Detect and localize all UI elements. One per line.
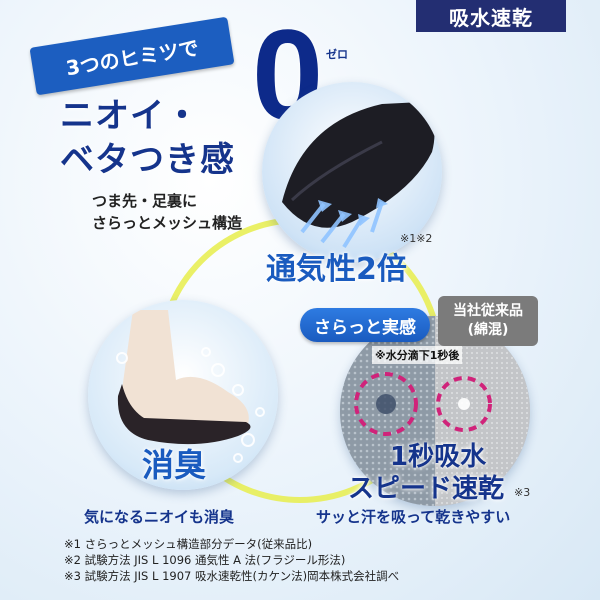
mesh-caption-line2: さらっとメッシュ構造	[92, 214, 243, 232]
conventional-line2: (綿混)	[467, 322, 509, 338]
footnote-3: ※3 試験方法 JIS L 1907 吸水速乾性(カケン法)岡本株式会社調べ	[64, 569, 400, 583]
headline-line1: ニオイ・	[60, 96, 200, 136]
absorb-note-ref: ※3	[514, 486, 531, 499]
footnotes: ※1 さらっとメッシュ構造部分データ(従来品比) ※2 試験方法 JIS L 1…	[64, 536, 399, 584]
mesh-circle	[262, 82, 442, 262]
deodorize-caption: 気になるニオイも消臭	[84, 508, 235, 526]
deodorize-title: 消臭	[142, 446, 207, 484]
footnote-2: ※2 試験方法 JIS L 1096 通気性 A 法(フラジール形法)	[64, 553, 346, 567]
foot-sock-icon	[116, 310, 265, 463]
absorb-title-line1: 1秒吸水	[390, 442, 487, 472]
conventional-product-label: 当社従来品 (綿混)	[438, 296, 538, 346]
mesh-title: 通気性2倍	[266, 252, 407, 287]
sock-sole-icon	[282, 102, 435, 249]
smooth-feel-pill: さらっと実感	[300, 308, 430, 342]
mesh-note-ref: ※1※2	[400, 232, 433, 245]
absorb-caption: サッと汗を吸って乾きやすい	[316, 508, 511, 526]
conventional-line1: 当社従来品	[453, 303, 523, 320]
quick-dry-badge: 吸水速乾	[416, 0, 566, 32]
headline-zero-ruby: ゼロ	[326, 48, 348, 61]
headline-line2: ベタつき感	[60, 140, 235, 180]
mesh-caption-line1: つま先・足裏に	[92, 192, 198, 210]
test-caption: ※水分滴下1秒後	[372, 346, 463, 364]
absorb-title-line2: スピード速乾	[348, 474, 505, 504]
footnote-1: ※1 さらっとメッシュ構造部分データ(従来品比)	[64, 537, 313, 551]
deodorize-circle	[88, 300, 278, 490]
